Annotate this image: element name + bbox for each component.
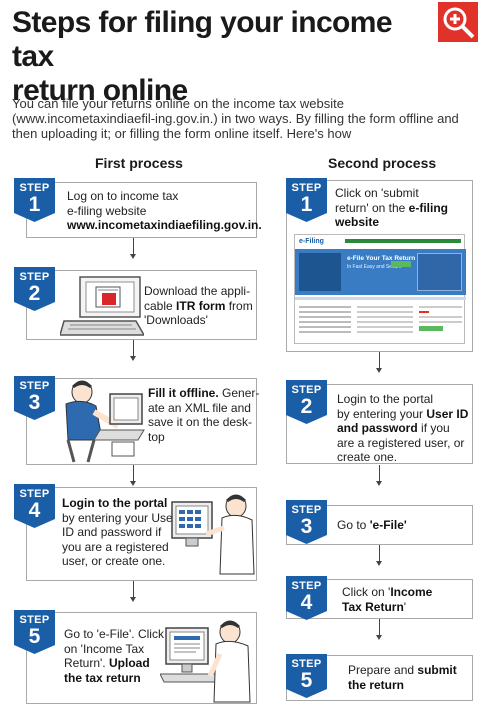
efiling-website-screenshot: e-Filing e-File Your Tax Return In Fast …	[294, 234, 466, 344]
first-step-4-text: Login to the portal by entering your Use…	[62, 496, 177, 568]
first-step-1-box	[26, 182, 257, 238]
title-line-1: Steps for filing your income tax	[12, 6, 393, 73]
second-process-heading: Second process	[328, 155, 437, 171]
second-arrow-3	[376, 545, 382, 566]
second-step-3-text: Go to 'e-File'	[337, 518, 407, 532]
man-at-computer-illustration	[65, 380, 145, 463]
first-arrow-2	[130, 340, 136, 361]
second-step-4-text: Click on 'Income Tax Return'	[342, 585, 433, 614]
site-services-list	[299, 303, 351, 341]
second-arrow-1	[376, 352, 382, 373]
website-link[interactable]: www.incometaxindiaefiling.gov.in.	[67, 218, 262, 232]
page-title: Steps for filing your income tax return …	[12, 6, 432, 108]
zoom-button[interactable]	[438, 2, 478, 42]
site-news-list	[357, 303, 413, 341]
site-login-panel	[417, 253, 462, 291]
second-arrow-4	[376, 619, 382, 640]
site-banner-subtitle: In Fast Easy and Secure	[347, 264, 402, 270]
site-banner-title: e-File Your Tax Return	[347, 255, 416, 262]
second-step-1-text: Click on 'submit return' on the e-filing…	[335, 186, 448, 229]
first-step-5-text: Go to 'e-File'. Click on 'Income Tax Ret…	[64, 627, 164, 685]
intro-text: You can file your returns online on the …	[12, 96, 459, 141]
site-downloads-list	[419, 303, 462, 341]
title-line-2: return online	[12, 74, 188, 107]
first-process-heading: First process	[95, 155, 183, 171]
second-arrow-2	[376, 465, 382, 486]
first-arrow-4	[130, 581, 136, 602]
site-nav-bar	[345, 239, 461, 243]
submit-return-button[interactable]	[391, 261, 411, 267]
first-arrow-1	[130, 238, 136, 259]
laptop-download-illustration	[60, 276, 144, 336]
first-arrow-3	[130, 465, 136, 486]
first-step-3-text: Fill it offline. Gener- ate an XML file …	[148, 386, 260, 444]
efiling-logo: e-Filing	[299, 238, 324, 245]
second-step-2-text: Login to the portal by entering your Use…	[337, 392, 469, 464]
man-with-monitor-illustration	[171, 494, 255, 575]
site-left-menu	[299, 253, 341, 291]
man-at-desk-illustration	[160, 620, 251, 703]
zoom-in-icon	[443, 7, 475, 39]
second-step-5-text: Prepare and submit the return	[348, 663, 457, 692]
first-step-1-text: Log on to income tax e-filing website ww…	[67, 189, 262, 232]
first-step-4-box	[26, 487, 257, 581]
first-step-2-text: Download the appli- cable ITR form from …	[144, 284, 253, 327]
